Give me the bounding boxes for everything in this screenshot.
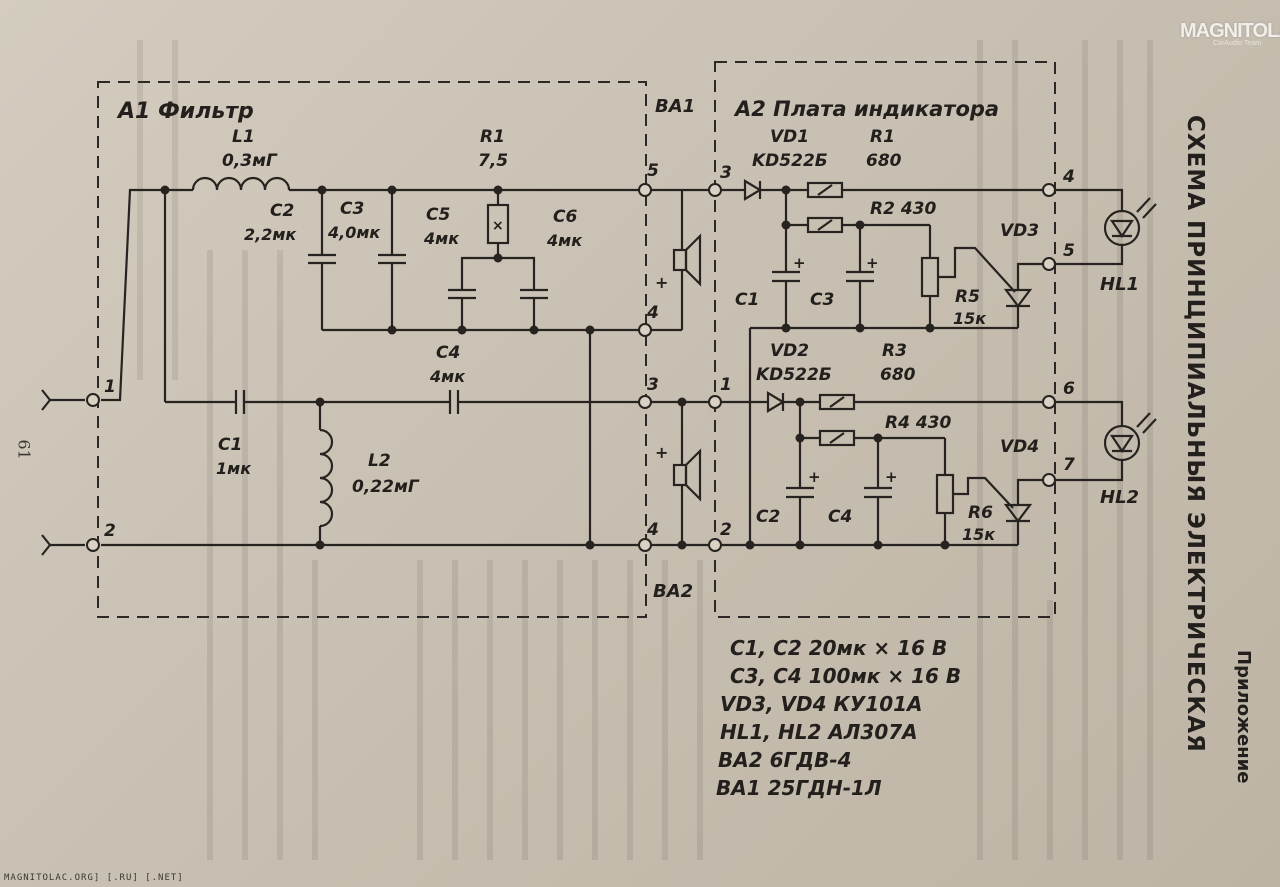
l1-value: 0,3мГ (222, 151, 278, 171)
r5-name: R5 (955, 287, 980, 307)
pin-i2: 2 (720, 520, 732, 540)
svg-text:+: + (655, 443, 668, 462)
indicator-terminals (708, 183, 1056, 552)
ind-r1-name: R1 (870, 127, 895, 147)
r6-name: R6 (968, 503, 993, 523)
ind-c3-label: C3 (810, 290, 834, 310)
c5-value: 4мк (423, 229, 460, 248)
ba1-label: ВА1 (655, 96, 695, 117)
r5-value: 15к (953, 309, 987, 328)
appendix-label: Приложение (1233, 650, 1254, 784)
vd1-value: KD522Б (752, 151, 828, 171)
indicator-wiring: + + + (721, 179, 1157, 547)
pin-o4: 4 (1062, 167, 1075, 187)
svg-text:+: + (655, 273, 668, 292)
vd3-label: VD3 (1000, 221, 1039, 241)
pin-i3: 3 (720, 163, 732, 183)
l1-name: L1 (232, 127, 255, 147)
c4-value: 4мк (429, 367, 466, 386)
pin-in2: 2 (104, 521, 116, 541)
pin-in1: 1 (104, 377, 116, 397)
pin-f4b: 4 (646, 520, 659, 540)
pin-o7: 7 (1063, 455, 1075, 475)
hl1-label: HL1 (1100, 274, 1139, 295)
ba2-label: ВА2 (653, 581, 693, 602)
parts-list-item: C1, C2 20мк × 16 В (730, 636, 947, 660)
ind-c2-label: C2 (756, 507, 780, 527)
filter-junctions (160, 185, 595, 550)
page-number: 61 (14, 439, 34, 460)
pin-f3: 3 (647, 375, 659, 395)
filter-wiring: × (41, 176, 640, 556)
ind-c1-label: C1 (735, 290, 759, 310)
pin-f5: 5 (647, 161, 659, 181)
svg-text:+: + (793, 254, 806, 272)
r2-label: R2 430 (870, 199, 936, 219)
parts-list-item: ВА1 25ГДН-1Л (716, 776, 882, 800)
filter-terminals (86, 183, 652, 552)
parts-list-item: HL1, HL2 АЛ307А (720, 720, 918, 744)
pin-i1: 1 (720, 375, 732, 395)
watermark-subtitle: CarAudio Team (1213, 40, 1262, 47)
parts-list-item: VD3, VD4 КУ101А (720, 692, 923, 716)
pin-o5: 5 (1063, 241, 1075, 261)
bleed-through-texture (137, 40, 1153, 860)
c2-name: C2 (270, 201, 294, 221)
c2-value: 2,2мк (244, 225, 297, 244)
l2-name: L2 (368, 451, 391, 471)
c5-name: C5 (426, 205, 450, 225)
svg-text:+: + (808, 468, 821, 486)
watermark-logo: MAGNITOLA (1180, 20, 1280, 42)
c1-value: 1мк (216, 459, 252, 478)
r6-value: 15к (962, 525, 996, 544)
block-a1-title: А1 Фильтр (116, 99, 254, 124)
parts-list: C1, C2 20мк × 16 В C3, C4 100мк × 16 В V… (716, 636, 961, 800)
r3-value: 680 (880, 365, 916, 385)
svg-text:+: + (885, 468, 898, 486)
speaker-ba1: + (651, 188, 702, 332)
l2-value: 0,22мГ (352, 477, 420, 497)
parts-list-item: ВА2 6ГДВ-4 (718, 748, 852, 772)
c3-name: C3 (340, 199, 364, 219)
vd4-label: VD4 (1000, 437, 1039, 457)
indicator-junctions (745, 185, 950, 550)
block-a2-title: А2 Плата индикатора (733, 97, 999, 121)
vd1-name: VD1 (770, 127, 809, 147)
r4-label: R4 430 (885, 413, 951, 433)
c4-name: C4 (436, 343, 460, 363)
c3-value: 4,0мк (327, 223, 381, 242)
c6-name: C6 (553, 207, 577, 227)
pin-o6: 6 (1063, 379, 1075, 399)
svg-text:×: × (492, 218, 504, 234)
r1-name: R1 (480, 127, 505, 147)
hl2-label: HL2 (1100, 487, 1139, 508)
c1-name: C1 (218, 435, 242, 455)
c6-value: 4мк (546, 231, 583, 250)
side-title: СХЕМА ПРИНЦИПИАЛЬНЫЯ ЭЛЕКТРИЧЕСКАЯ (1182, 115, 1208, 753)
ind-r1-value: 680 (866, 151, 902, 171)
footer-watermark: MAGNITOLAC.ORG] [.RU] [.NET] (4, 873, 184, 883)
vd2-value: KD522Б (756, 365, 832, 385)
ind-c4-label: C4 (828, 507, 852, 527)
pin-f4a: 4 (646, 303, 659, 323)
vd2-name: VD2 (770, 341, 809, 361)
parts-list-item: C3, C4 100мк × 16 В (730, 664, 961, 688)
indicator-block-outline (714, 61, 1056, 618)
r1-value: 7,5 (478, 151, 508, 171)
r3-name: R3 (882, 341, 907, 361)
svg-text:+: + (866, 254, 879, 272)
filter-block-outline (97, 81, 647, 618)
